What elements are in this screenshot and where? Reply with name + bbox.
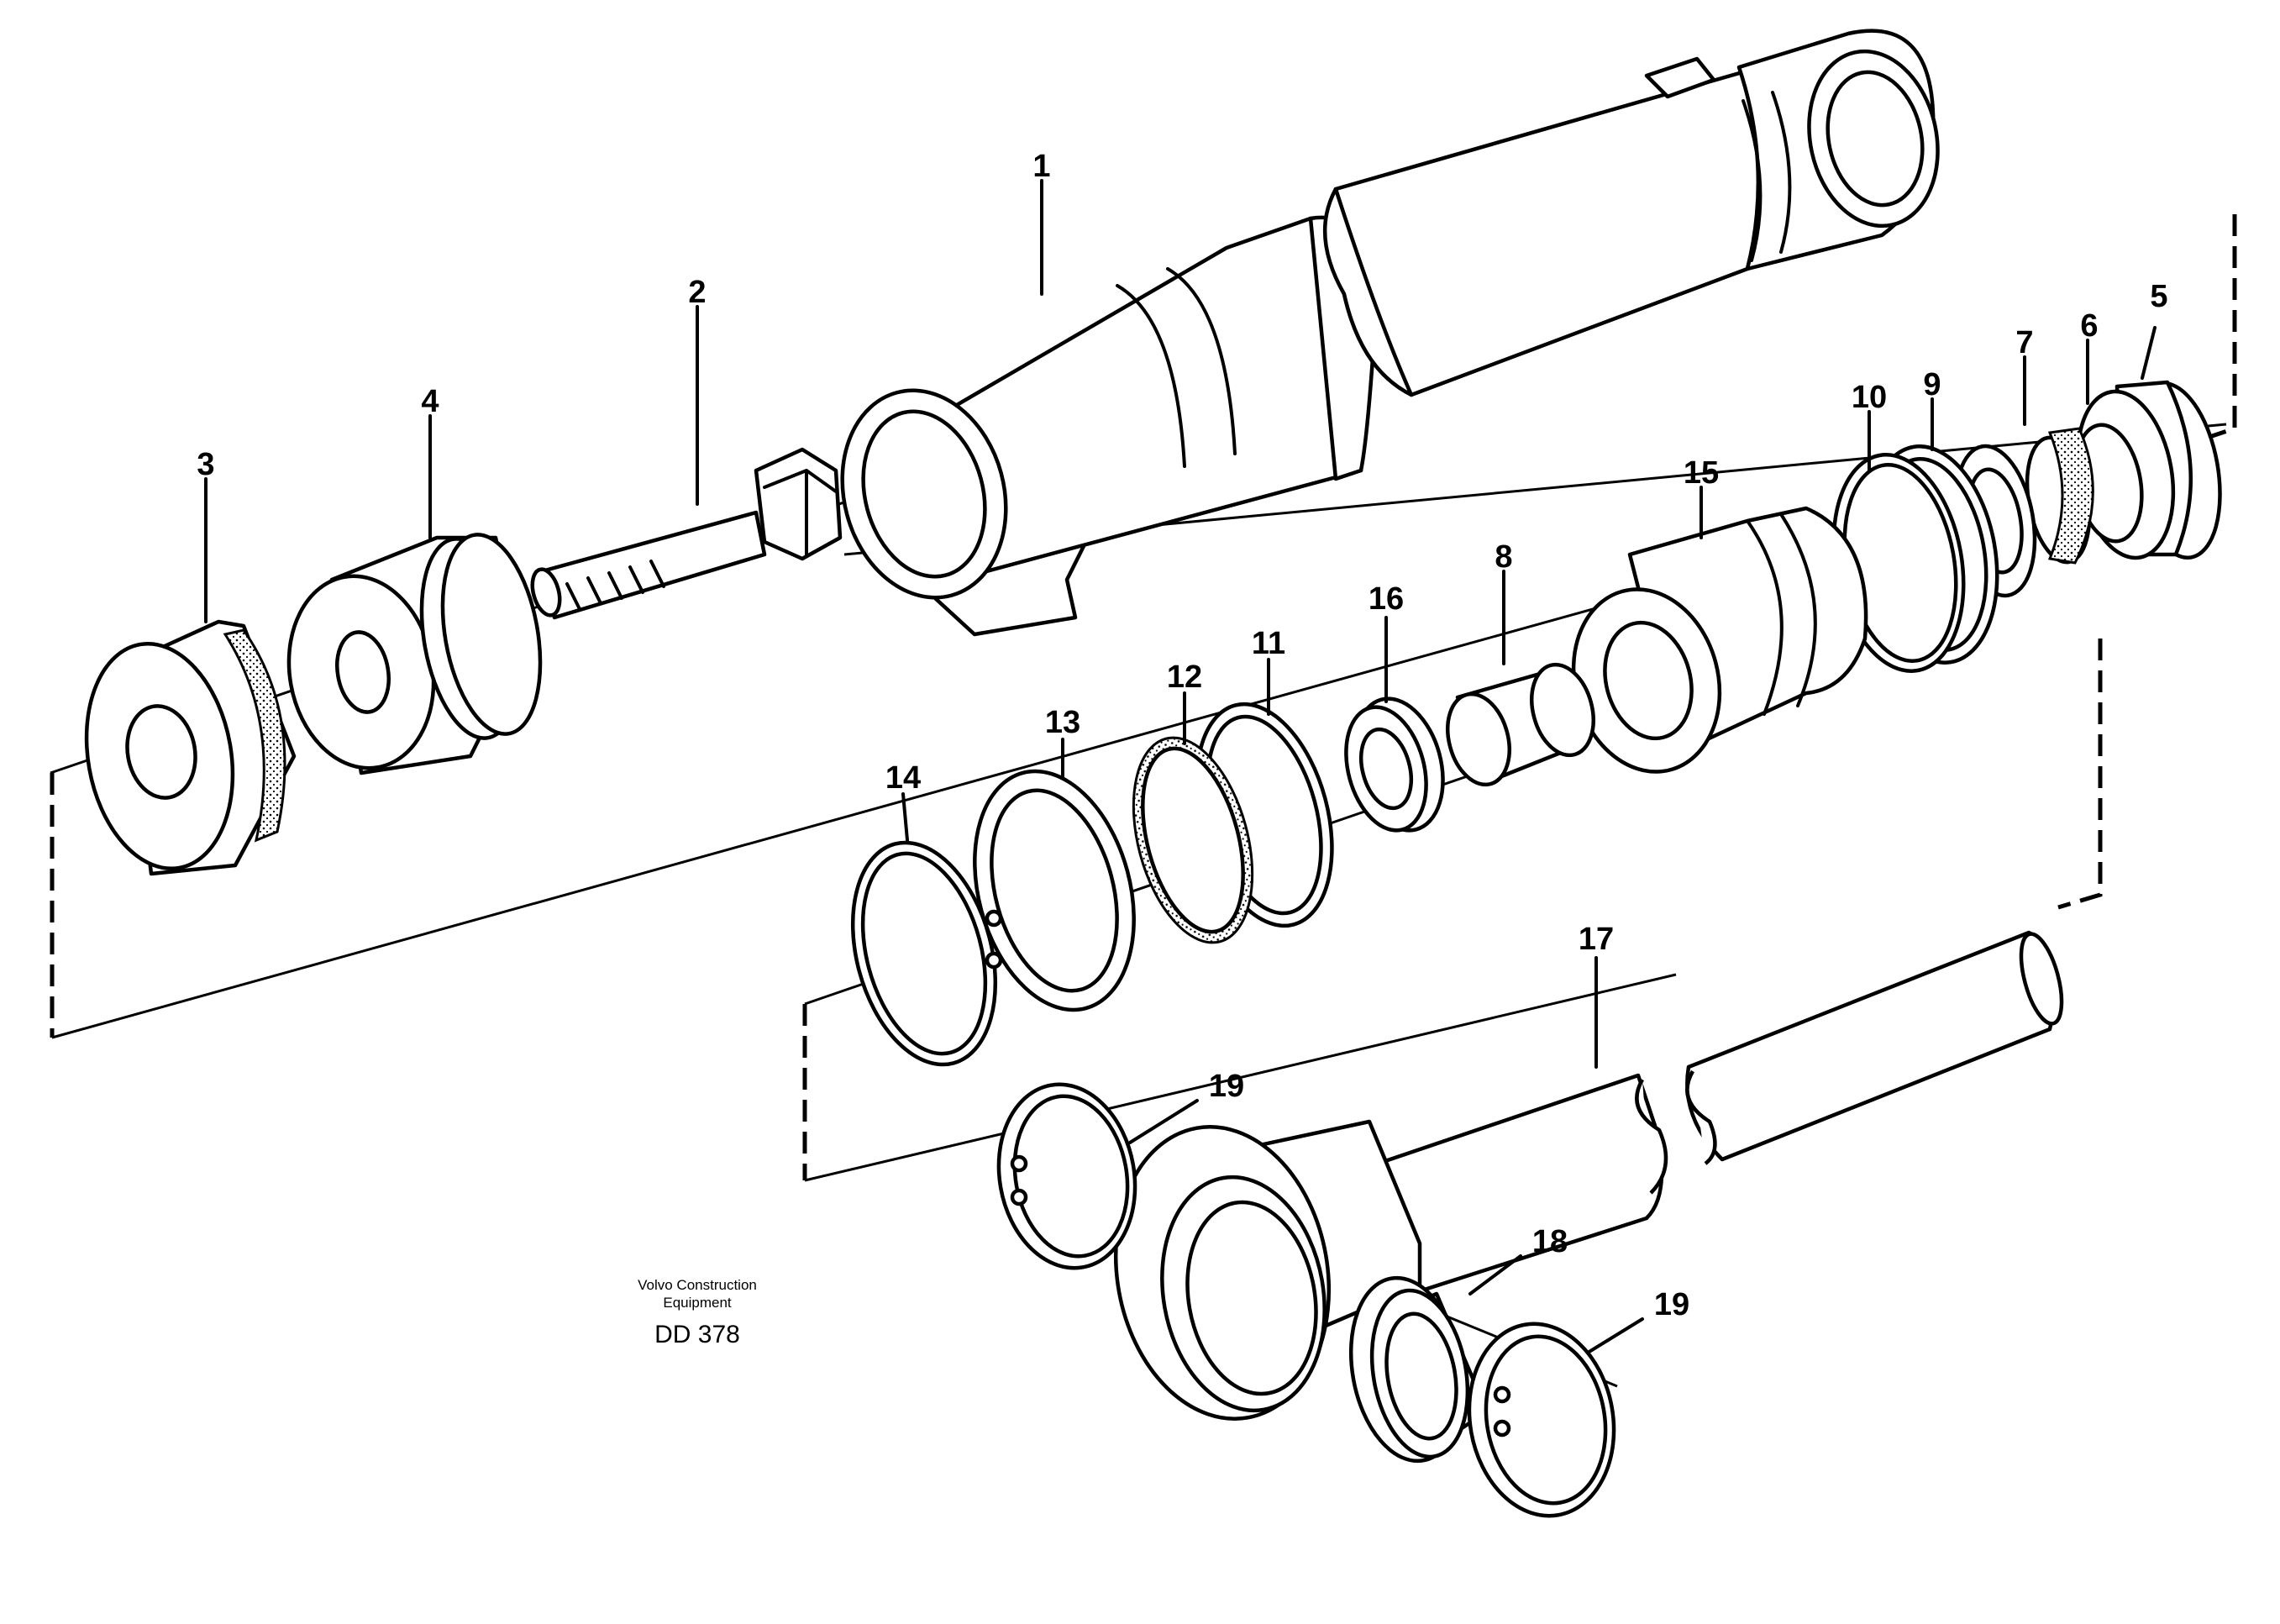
callout-6: 6 — [2080, 308, 2098, 344]
piston-bolt — [530, 447, 843, 620]
publisher-caption: Volvo Construction Equipment DD 378 — [638, 1277, 757, 1348]
piston-rod — [1375, 930, 2064, 1296]
callout-3: 3 — [197, 447, 214, 482]
leader-lines — [204, 179, 2157, 1354]
callout-16: 16 — [1369, 581, 1404, 617]
callout-14: 14 — [885, 760, 921, 796]
callout-10: 10 — [1852, 380, 1887, 415]
wiper-ring — [1344, 696, 1445, 833]
circlip-upper — [996, 1082, 1137, 1270]
callout-13: 13 — [1045, 705, 1080, 740]
cylinder-barrel — [840, 29, 1940, 637]
drawing-code: DD 378 — [654, 1321, 740, 1348]
callout-19-lower: 19 — [1654, 1287, 1689, 1322]
callout-5: 5 — [2150, 279, 2167, 314]
lower-ring-set — [850, 702, 1334, 1067]
callout-1: 1 — [1032, 149, 1050, 184]
rod-eye — [1113, 1119, 1422, 1421]
cylinder-head — [1571, 506, 1868, 774]
callout-4: 4 — [421, 384, 439, 419]
callout-7: 7 — [2015, 325, 2033, 360]
callout-8: 8 — [1495, 539, 1512, 575]
callout-15: 15 — [1684, 455, 1719, 491]
upper-seal-set — [1831, 380, 2222, 673]
caption-line-1: Volvo Construction — [638, 1277, 757, 1293]
piston — [286, 533, 543, 775]
guide-ring — [84, 619, 297, 876]
circlip-lower — [1467, 1322, 1616, 1518]
caption-line-2: Equipment — [663, 1295, 732, 1311]
callout-11: 11 — [1252, 626, 1285, 661]
callout-12: 12 — [1167, 660, 1202, 695]
callout-2: 2 — [688, 275, 706, 310]
callout-18: 18 — [1532, 1224, 1568, 1259]
callout-17: 17 — [1579, 922, 1614, 957]
callout-19-upper: 19 — [1209, 1069, 1244, 1104]
bushing — [1446, 662, 1595, 787]
callout-9: 9 — [1923, 367, 1941, 402]
callout-numbers: 1 2 4 3 5 6 7 9 10 15 8 16 11 12 13 14 1… — [197, 149, 2167, 1322]
spherical-bearing — [1348, 1275, 1489, 1464]
